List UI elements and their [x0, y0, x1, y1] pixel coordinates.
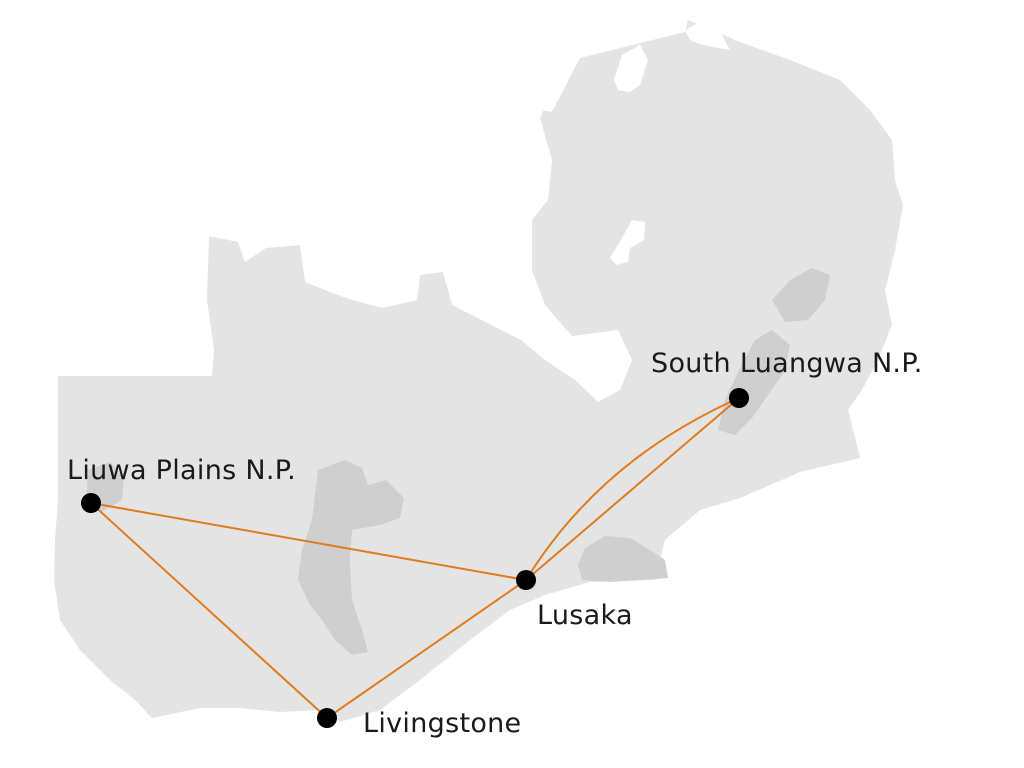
label-south-luangwa: South Luangwa N.P.: [651, 348, 923, 379]
park-lower-zambezi: [578, 536, 668, 582]
lake-north-west: [614, 45, 648, 92]
route-line: [525, 397, 740, 581]
lake-bangweulu: [610, 220, 645, 265]
label-lusaka: Lusaka: [537, 600, 633, 631]
route-line: [525, 397, 740, 581]
park-north-luangwa: [772, 268, 830, 322]
lake-north-east: [685, 22, 730, 50]
lake-tanganyika-shoreline: [541, 20, 688, 112]
marker-livingstone[interactable]: [317, 708, 337, 728]
route-lines: [90, 397, 740, 719]
route-line: [90, 502, 328, 719]
park-kafue: [298, 460, 404, 655]
marker-lusaka[interactable]: [516, 570, 536, 590]
route-line: [326, 579, 527, 719]
label-livingstone: Livingstone: [363, 708, 521, 739]
marker-liuwa[interactable]: [81, 493, 101, 513]
marker-south-luangwa[interactable]: [729, 388, 749, 408]
route-line: [90, 502, 527, 581]
label-liuwa: Liuwa Plains N.P.: [67, 455, 296, 486]
zambia-landmass: [54, 20, 903, 722]
park-south-luangwa: [718, 330, 790, 435]
